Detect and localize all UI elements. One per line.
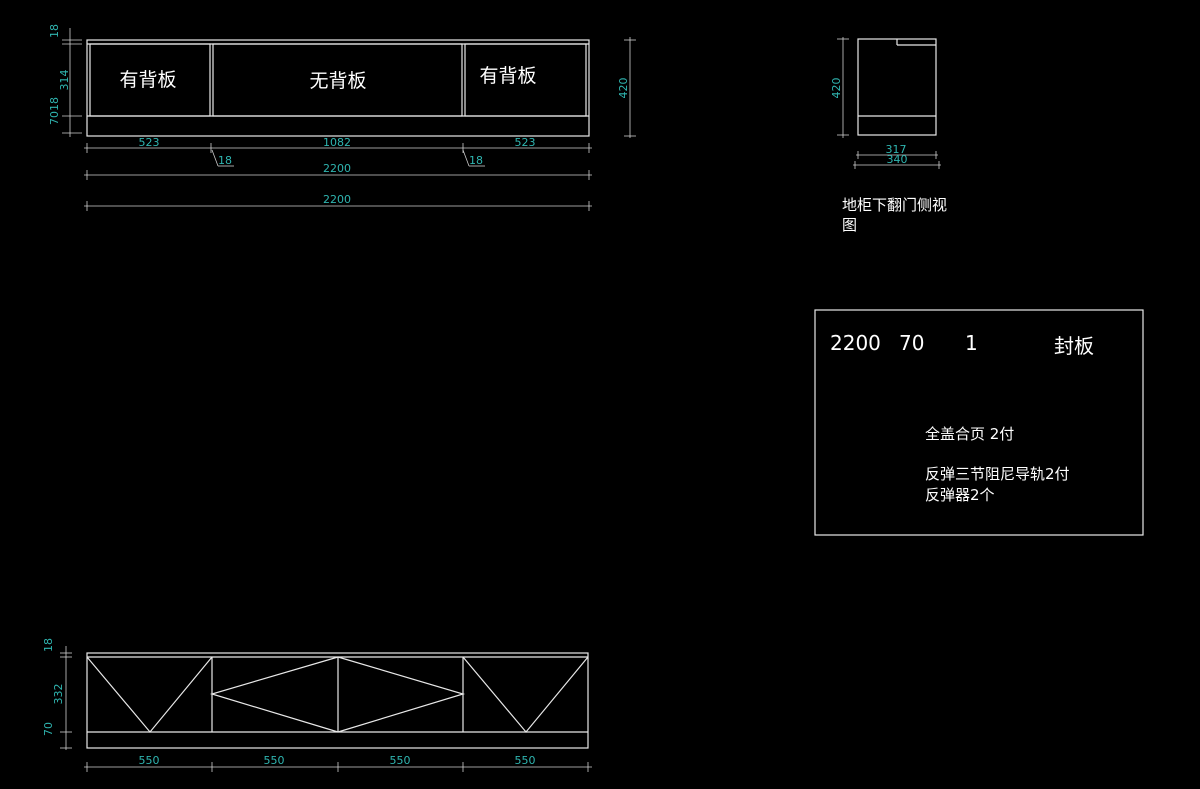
info-hardware-1: 全盖合页 2付 [925,425,1014,443]
info-box-frame [814,309,1144,536]
info-height: 70 [899,331,924,355]
info-qty: 1 [965,331,978,355]
left-compartment-label: 有背板 [119,69,176,91]
dim-plinth: 70 [48,111,61,125]
door-3-opening-mark [337,656,466,733]
front-left-compartment [89,43,211,117]
side-depth-outer-dim: 340 [887,153,908,166]
middle-compartment-label: 无背板 [309,70,366,92]
side-view-caption-1: 地柜下翻门侧视 [842,196,947,214]
dim-top-panel: 18 [48,24,61,38]
door-2-opening-mark [209,656,339,733]
dim-total-height: 420 [617,78,630,99]
dim-middle-width: 1082 [323,136,351,149]
side-height-dim: 420 [830,78,843,99]
front-outer-frame [86,39,590,137]
info-box: 2200 70 1 封板 全盖合页 2付 反弹三节阻尼导轨2付 反弹器2个 [814,309,1144,536]
side-view: 420 317 340 地柜下翻门侧视 图 [830,37,947,234]
door-dim-height: 332 [52,684,65,705]
door-outer-frame [86,652,589,749]
door-view: 18 332 70 550 550 550 550 [42,638,592,772]
side-outer-frame [857,38,937,136]
door-width-4: 550 [515,754,536,767]
front-view: 有背板 无背板 有背板 18 314 70 18 420 523 1082 52… [48,24,636,211]
door-dim-top: 18 [42,638,55,652]
door-4-opening-mark [462,656,589,733]
info-part-name: 封板 [1054,334,1094,358]
leader-partition-right [462,149,470,167]
door-dim-plinth: 70 [42,722,55,736]
dim-total-width-1: 2200 [323,162,351,175]
info-length: 2200 [830,331,881,355]
door-1-opening-mark [86,656,213,733]
side-view-caption-2: 图 [842,216,857,234]
dim-right-width: 523 [515,136,536,149]
front-right-compartment [464,43,587,117]
dim-left-width: 523 [139,136,160,149]
front-middle-compartment [212,43,463,117]
door-width-3: 550 [390,754,411,767]
dim-partition-right: 18 [469,154,483,167]
dim-total-width-2: 2200 [323,193,351,206]
door-width-2: 550 [264,754,285,767]
right-compartment-label: 有背板 [479,65,536,87]
dim-cabinet-height: 314 [58,70,71,91]
side-depth-inner-dim: 317 [886,143,907,156]
dim-partition-left: 18 [218,154,232,167]
dim-bottom-panel: 18 [48,97,61,111]
info-hardware-2: 反弹三节阻尼导轨2付 [925,465,1070,483]
door-width-1: 550 [139,754,160,767]
leader-partition-left [211,149,219,167]
info-hardware-3: 反弹器2个 [925,486,995,504]
